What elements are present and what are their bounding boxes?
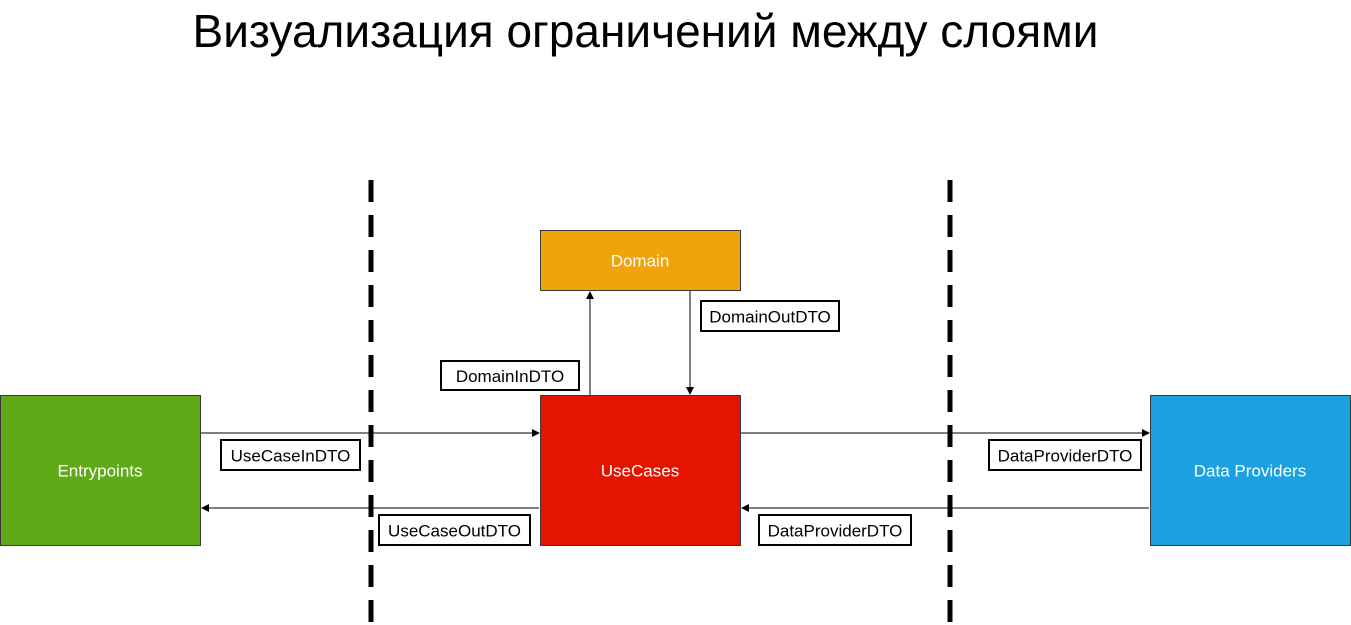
domain-out-dto-label-box: DomainOutDTO <box>700 300 840 332</box>
domain-in-dto-label-box: DomainInDTO <box>440 360 580 391</box>
data-provider-dto-top-label: DataProviderDTO <box>998 447 1133 466</box>
data-providers-label: Data Providers <box>1194 462 1306 481</box>
diagram-title: Визуализация ограничений между слоями <box>192 5 1099 57</box>
entrypoints-box: Entrypoints <box>0 395 201 546</box>
usecase-in-dto-label-box: UseCaseInDTO <box>220 439 361 471</box>
entrypoints-label: Entrypoints <box>57 462 142 481</box>
domain-in-dto-label: DomainInDTO <box>456 367 564 386</box>
data-provider-dto-bottom-label-box: DataProviderDTO <box>758 514 912 546</box>
usecase-out-dto-label: UseCaseOutDTO <box>388 522 521 541</box>
domain-label: Domain <box>611 252 670 271</box>
data-provider-dto-bottom-label: DataProviderDTO <box>768 522 903 541</box>
data-provider-dto-top-label-box: DataProviderDTO <box>988 439 1142 471</box>
domain-box: Domain <box>540 230 741 291</box>
usecase-in-dto-label: UseCaseInDTO <box>231 447 351 466</box>
usecase-out-dto-label-box: UseCaseOutDTO <box>378 514 531 546</box>
data-providers-box: Data Providers <box>1150 395 1351 546</box>
usecases-box: UseCases <box>540 395 741 546</box>
domain-out-dto-label: DomainOutDTO <box>709 308 831 327</box>
usecases-label: UseCases <box>601 462 679 481</box>
